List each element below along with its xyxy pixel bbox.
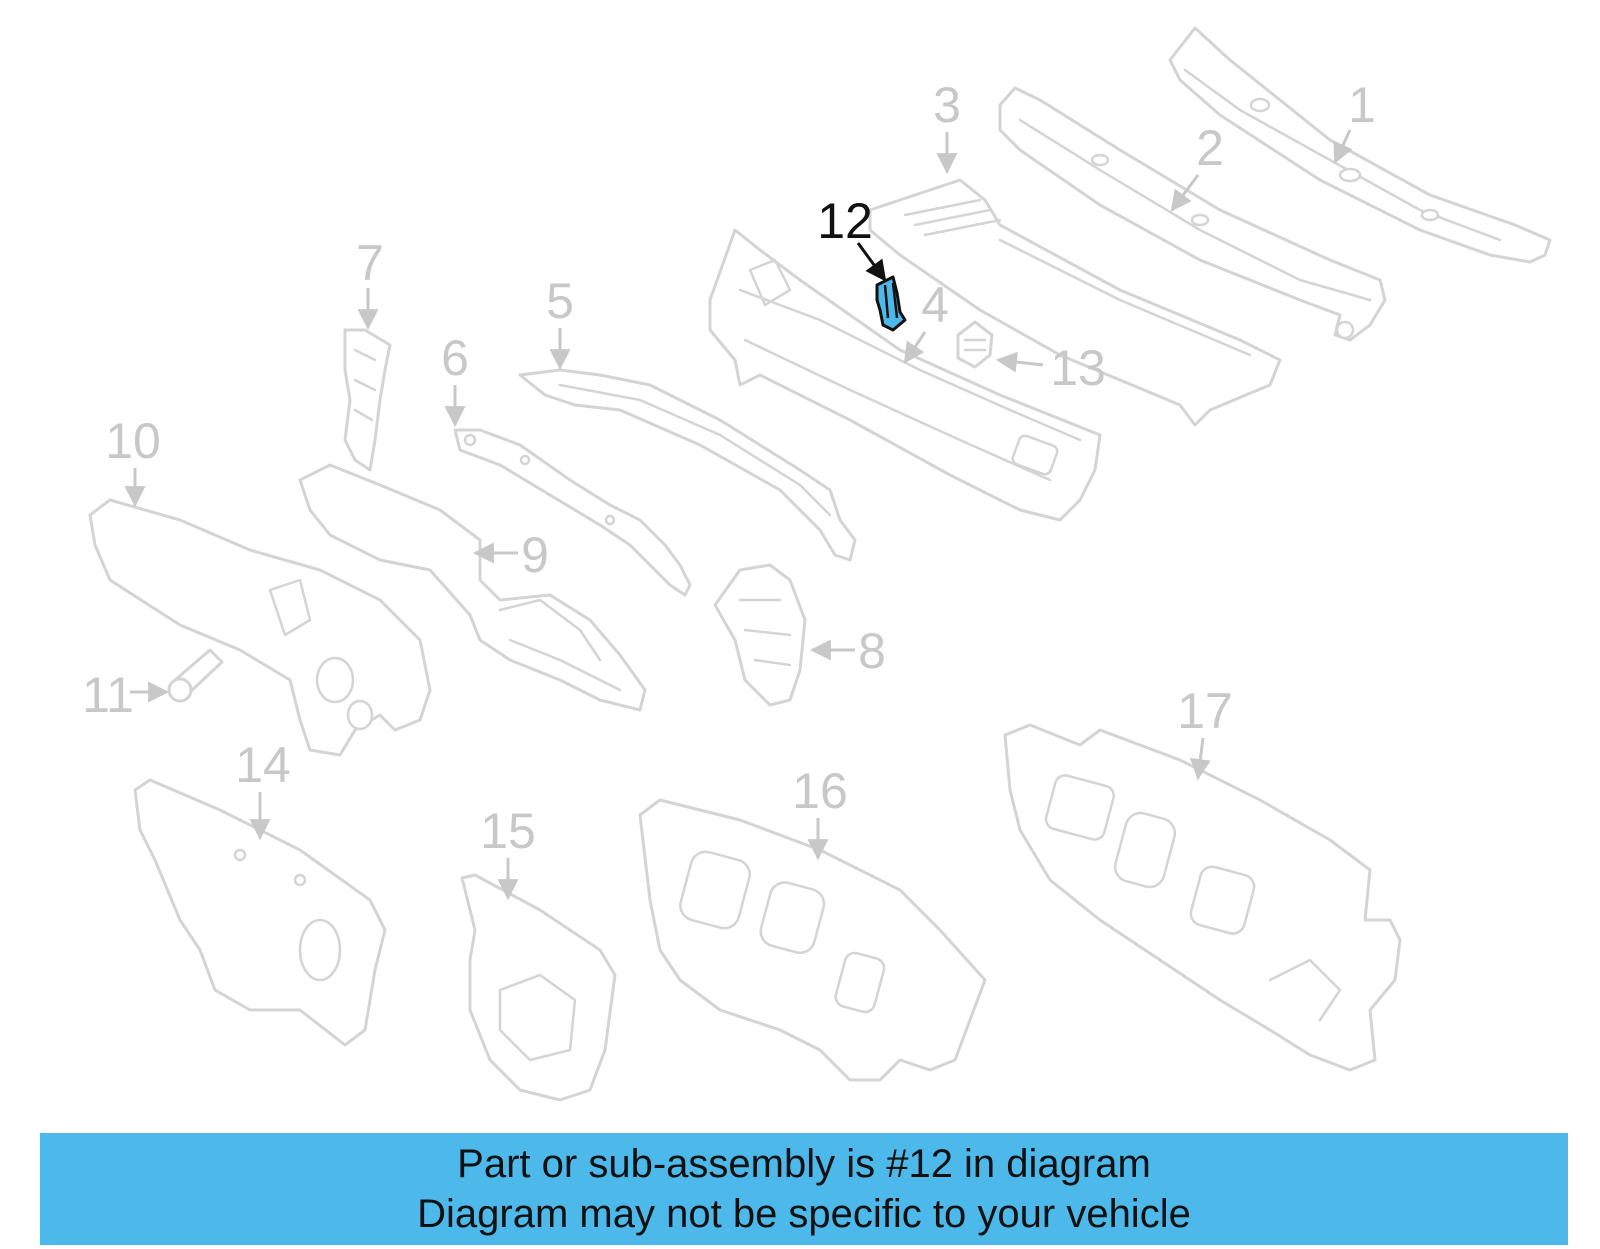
part-9-dash-lower bbox=[298, 463, 647, 712]
label-7: 7 bbox=[356, 235, 384, 291]
label-15: 15 bbox=[480, 803, 536, 859]
part-7-side-bracket bbox=[343, 328, 392, 472]
callout-15: 15 bbox=[480, 803, 536, 901]
callout-7: 7 bbox=[356, 235, 384, 331]
label-10: 10 bbox=[105, 413, 161, 469]
label-3: 3 bbox=[933, 77, 961, 133]
label-16: 16 bbox=[792, 763, 848, 819]
label-5: 5 bbox=[546, 273, 574, 329]
part-10-insulator bbox=[88, 498, 432, 757]
part-17-dash-panel bbox=[1003, 723, 1402, 1072]
banner-line-disclaimer: Diagram may not be specific to your vehi… bbox=[417, 1192, 1191, 1236]
banner-line-part-number: Part or sub-assembly is #12 in diagram bbox=[457, 1142, 1151, 1186]
callout-10: 10 bbox=[105, 413, 161, 508]
callout-3: 3 bbox=[933, 77, 961, 175]
callout-16: 16 bbox=[792, 763, 848, 861]
callout-6: 6 bbox=[441, 330, 469, 428]
parts-diagram: 1 2 3 4 5 6 7 8 9 10 11 12 bbox=[82, 26, 1552, 1102]
label-13: 13 bbox=[1050, 340, 1106, 396]
callout-8: 8 bbox=[809, 623, 886, 679]
callout-12: 12 bbox=[817, 193, 887, 282]
part-15-dash-side bbox=[460, 873, 617, 1102]
label-14: 14 bbox=[235, 737, 291, 793]
label-8: 8 bbox=[858, 623, 886, 679]
part-5-reinforcement bbox=[518, 368, 857, 562]
part-2-cowl-member bbox=[998, 86, 1387, 342]
label-9: 9 bbox=[521, 527, 549, 583]
part-14-dash-insulator bbox=[133, 778, 387, 1047]
label-4: 4 bbox=[921, 277, 949, 333]
label-6: 6 bbox=[441, 330, 469, 386]
callout-13: 13 bbox=[995, 340, 1106, 396]
callout-9: 9 bbox=[472, 527, 549, 583]
info-banner: Part or sub-assembly is #12 in diagram D… bbox=[40, 1133, 1568, 1245]
callout-5: 5 bbox=[546, 273, 574, 371]
callout-1: 1 bbox=[1333, 77, 1376, 164]
part-13-clip bbox=[956, 320, 994, 369]
callout-11: 11 bbox=[82, 667, 170, 723]
label-12: 12 bbox=[817, 193, 873, 249]
part-1-cowl-panel bbox=[1168, 26, 1552, 264]
callout-17: 17 bbox=[1177, 683, 1233, 781]
callout-2: 2 bbox=[1170, 120, 1224, 212]
part-12-highlighted-bracket bbox=[875, 275, 907, 332]
label-1: 1 bbox=[1348, 77, 1376, 133]
part-4-cowl-lower-panel bbox=[708, 228, 1102, 522]
callout-14: 14 bbox=[235, 737, 291, 841]
part-6-reinforcement bbox=[453, 428, 692, 597]
part-8-bracket bbox=[713, 563, 807, 707]
label-2: 2 bbox=[1196, 120, 1224, 176]
callout-4: 4 bbox=[903, 277, 949, 364]
part-11-bolt bbox=[167, 648, 224, 703]
part-3-cowl-grille bbox=[868, 178, 1282, 427]
label-11: 11 bbox=[82, 667, 134, 723]
part-16-dash-insulator bbox=[638, 798, 987, 1082]
label-17: 17 bbox=[1177, 683, 1233, 739]
